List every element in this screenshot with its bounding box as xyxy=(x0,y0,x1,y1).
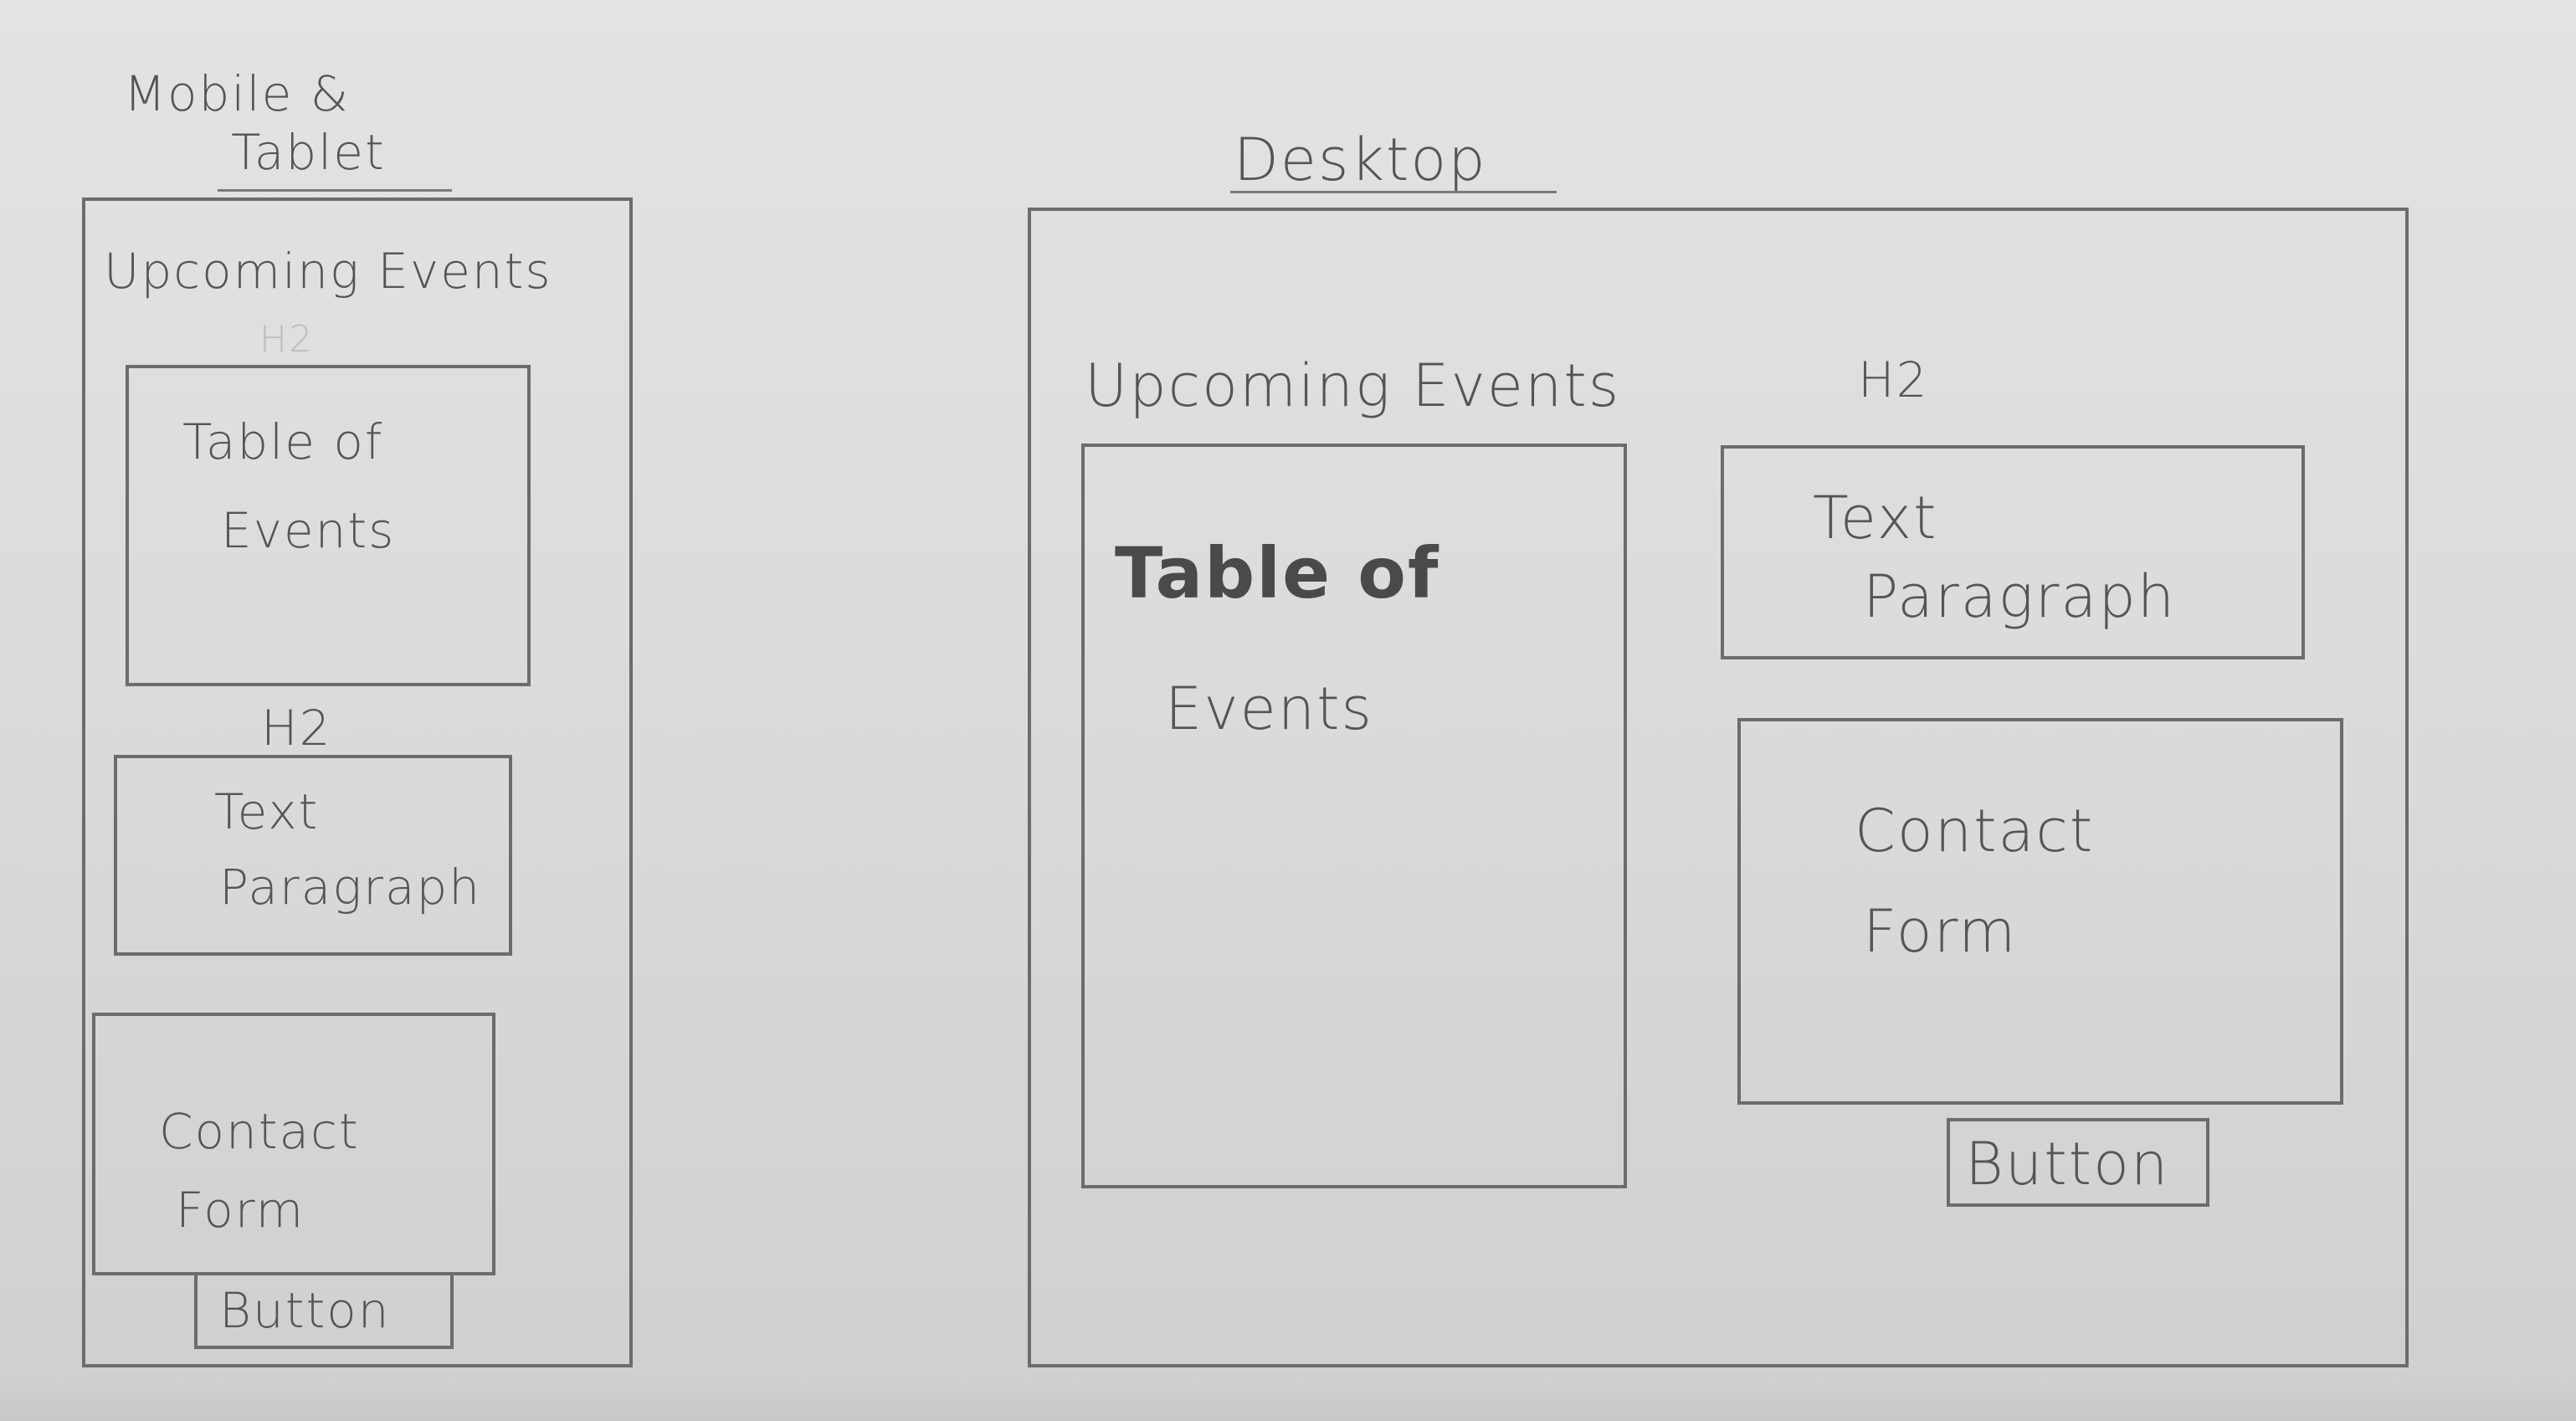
desktop-text-line1: Text xyxy=(1813,484,1938,552)
mobile-button xyxy=(194,1272,454,1349)
desktop-form-line2: Form xyxy=(1863,897,2018,966)
mobile-title-line2: Tablet xyxy=(231,124,386,181)
mobile-table-line1: Table of xyxy=(182,413,384,470)
desktop-button-label: Button xyxy=(1965,1130,2170,1198)
desktop-text-line2: Paragraph xyxy=(1863,562,2177,631)
desktop-title: Desktop xyxy=(1234,126,1487,194)
desktop-frame xyxy=(1028,208,2409,1367)
mobile-form-line2: Form xyxy=(176,1182,305,1239)
mobile-title-underline xyxy=(218,189,452,192)
mobile-h2-tag: H2 xyxy=(261,700,332,757)
desktop-table-line1: Table of xyxy=(1115,532,1440,614)
desktop-h2-tag: H2 xyxy=(1858,351,1929,408)
mobile-frame xyxy=(82,198,633,1367)
mobile-heading-tag: H2 xyxy=(259,318,315,361)
mobile-title-line1: Mobile & xyxy=(124,65,350,122)
mobile-text-line1: Text xyxy=(214,783,320,840)
mobile-table-line2: Events xyxy=(221,502,396,559)
mobile-text-paragraph xyxy=(114,755,512,956)
desktop-form-line1: Contact xyxy=(1855,797,2095,865)
desktop-table-line2: Events xyxy=(1165,675,1374,743)
mobile-form-line1: Contact xyxy=(159,1103,360,1160)
desktop-title-underline xyxy=(1230,191,1557,193)
desktop-button xyxy=(1947,1118,2209,1207)
desktop-contact-form xyxy=(1737,718,2343,1105)
desktop-text-paragraph xyxy=(1721,445,2305,659)
desktop-events-table xyxy=(1081,444,1627,1188)
desktop-heading: Upcoming Events xyxy=(1085,351,1621,420)
mobile-text-line2: Paragraph xyxy=(219,859,482,916)
mobile-events-table xyxy=(126,365,531,686)
mobile-heading: Upcoming Events xyxy=(104,243,552,300)
mobile-button-label: Button xyxy=(219,1282,391,1339)
paper-shadow xyxy=(0,1381,2576,1421)
